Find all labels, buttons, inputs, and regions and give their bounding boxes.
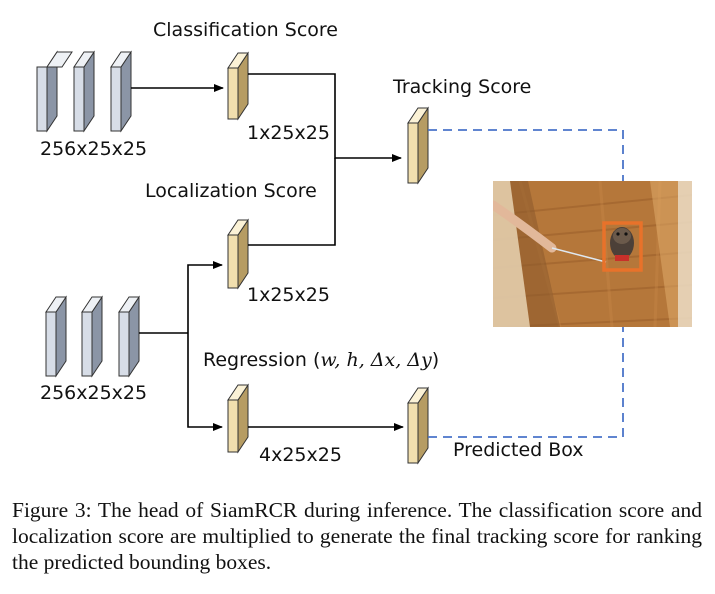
- predicted-to-box-dashed-arrow: [428, 275, 627, 438]
- localization-score-map: [227, 218, 249, 290]
- bottom-feature-maps: [45, 295, 140, 378]
- feature-to-localization-arrow: [187, 261, 223, 333]
- siamrcr-head-diagram: 256x25x25 Classification Score 1x25x25 T…: [36, 19, 692, 466]
- bottom-feature-slab-3: [118, 295, 140, 378]
- top-feature-slab-1: [36, 50, 73, 133]
- predicted-box-label: Predicted Box: [453, 439, 584, 461]
- feature-to-regression-arrow: [187, 333, 223, 431]
- predicted-bounding-box: [602, 221, 643, 272]
- tracking-result-photo: [493, 181, 692, 327]
- localization-dim-label: 1x25x25: [247, 284, 330, 306]
- top-feature-slab-2: [73, 50, 95, 133]
- top-feature-maps: [36, 50, 132, 133]
- regression-label: Regression (w, h, Δx, Δy): [203, 349, 439, 371]
- tracking-score-label: Tracking Score: [392, 76, 531, 98]
- predicted-box-map: [407, 386, 429, 465]
- bottom-feature-slab-2: [81, 295, 103, 378]
- classification-dim-label: 1x25x25: [247, 122, 330, 144]
- tracking-score-map: [407, 106, 429, 185]
- top-feature-dim-label: 256x25x25: [40, 138, 147, 160]
- top-feature-slab-3: [110, 50, 132, 133]
- localization-to-tracking-line: [248, 158, 336, 246]
- figure-caption: Figure 3: The head of SiamRCR during inf…: [12, 498, 702, 574]
- regression-map: [227, 383, 249, 454]
- classification-score-label: Classification Score: [153, 19, 338, 41]
- classification-score-map: [227, 51, 249, 121]
- regression-variables: w, h, Δx, Δy: [320, 349, 432, 371]
- tracking-to-box-dashed-arrow: [428, 129, 627, 213]
- bottom-feature-dim-label: 256x25x25: [40, 382, 147, 404]
- classification-to-tracking-line: [248, 73, 402, 162]
- localization-score-label: Localization Score: [145, 180, 317, 202]
- bottom-feature-slab-1: [45, 295, 67, 378]
- regression-dim-label: 4x25x25: [259, 444, 342, 466]
